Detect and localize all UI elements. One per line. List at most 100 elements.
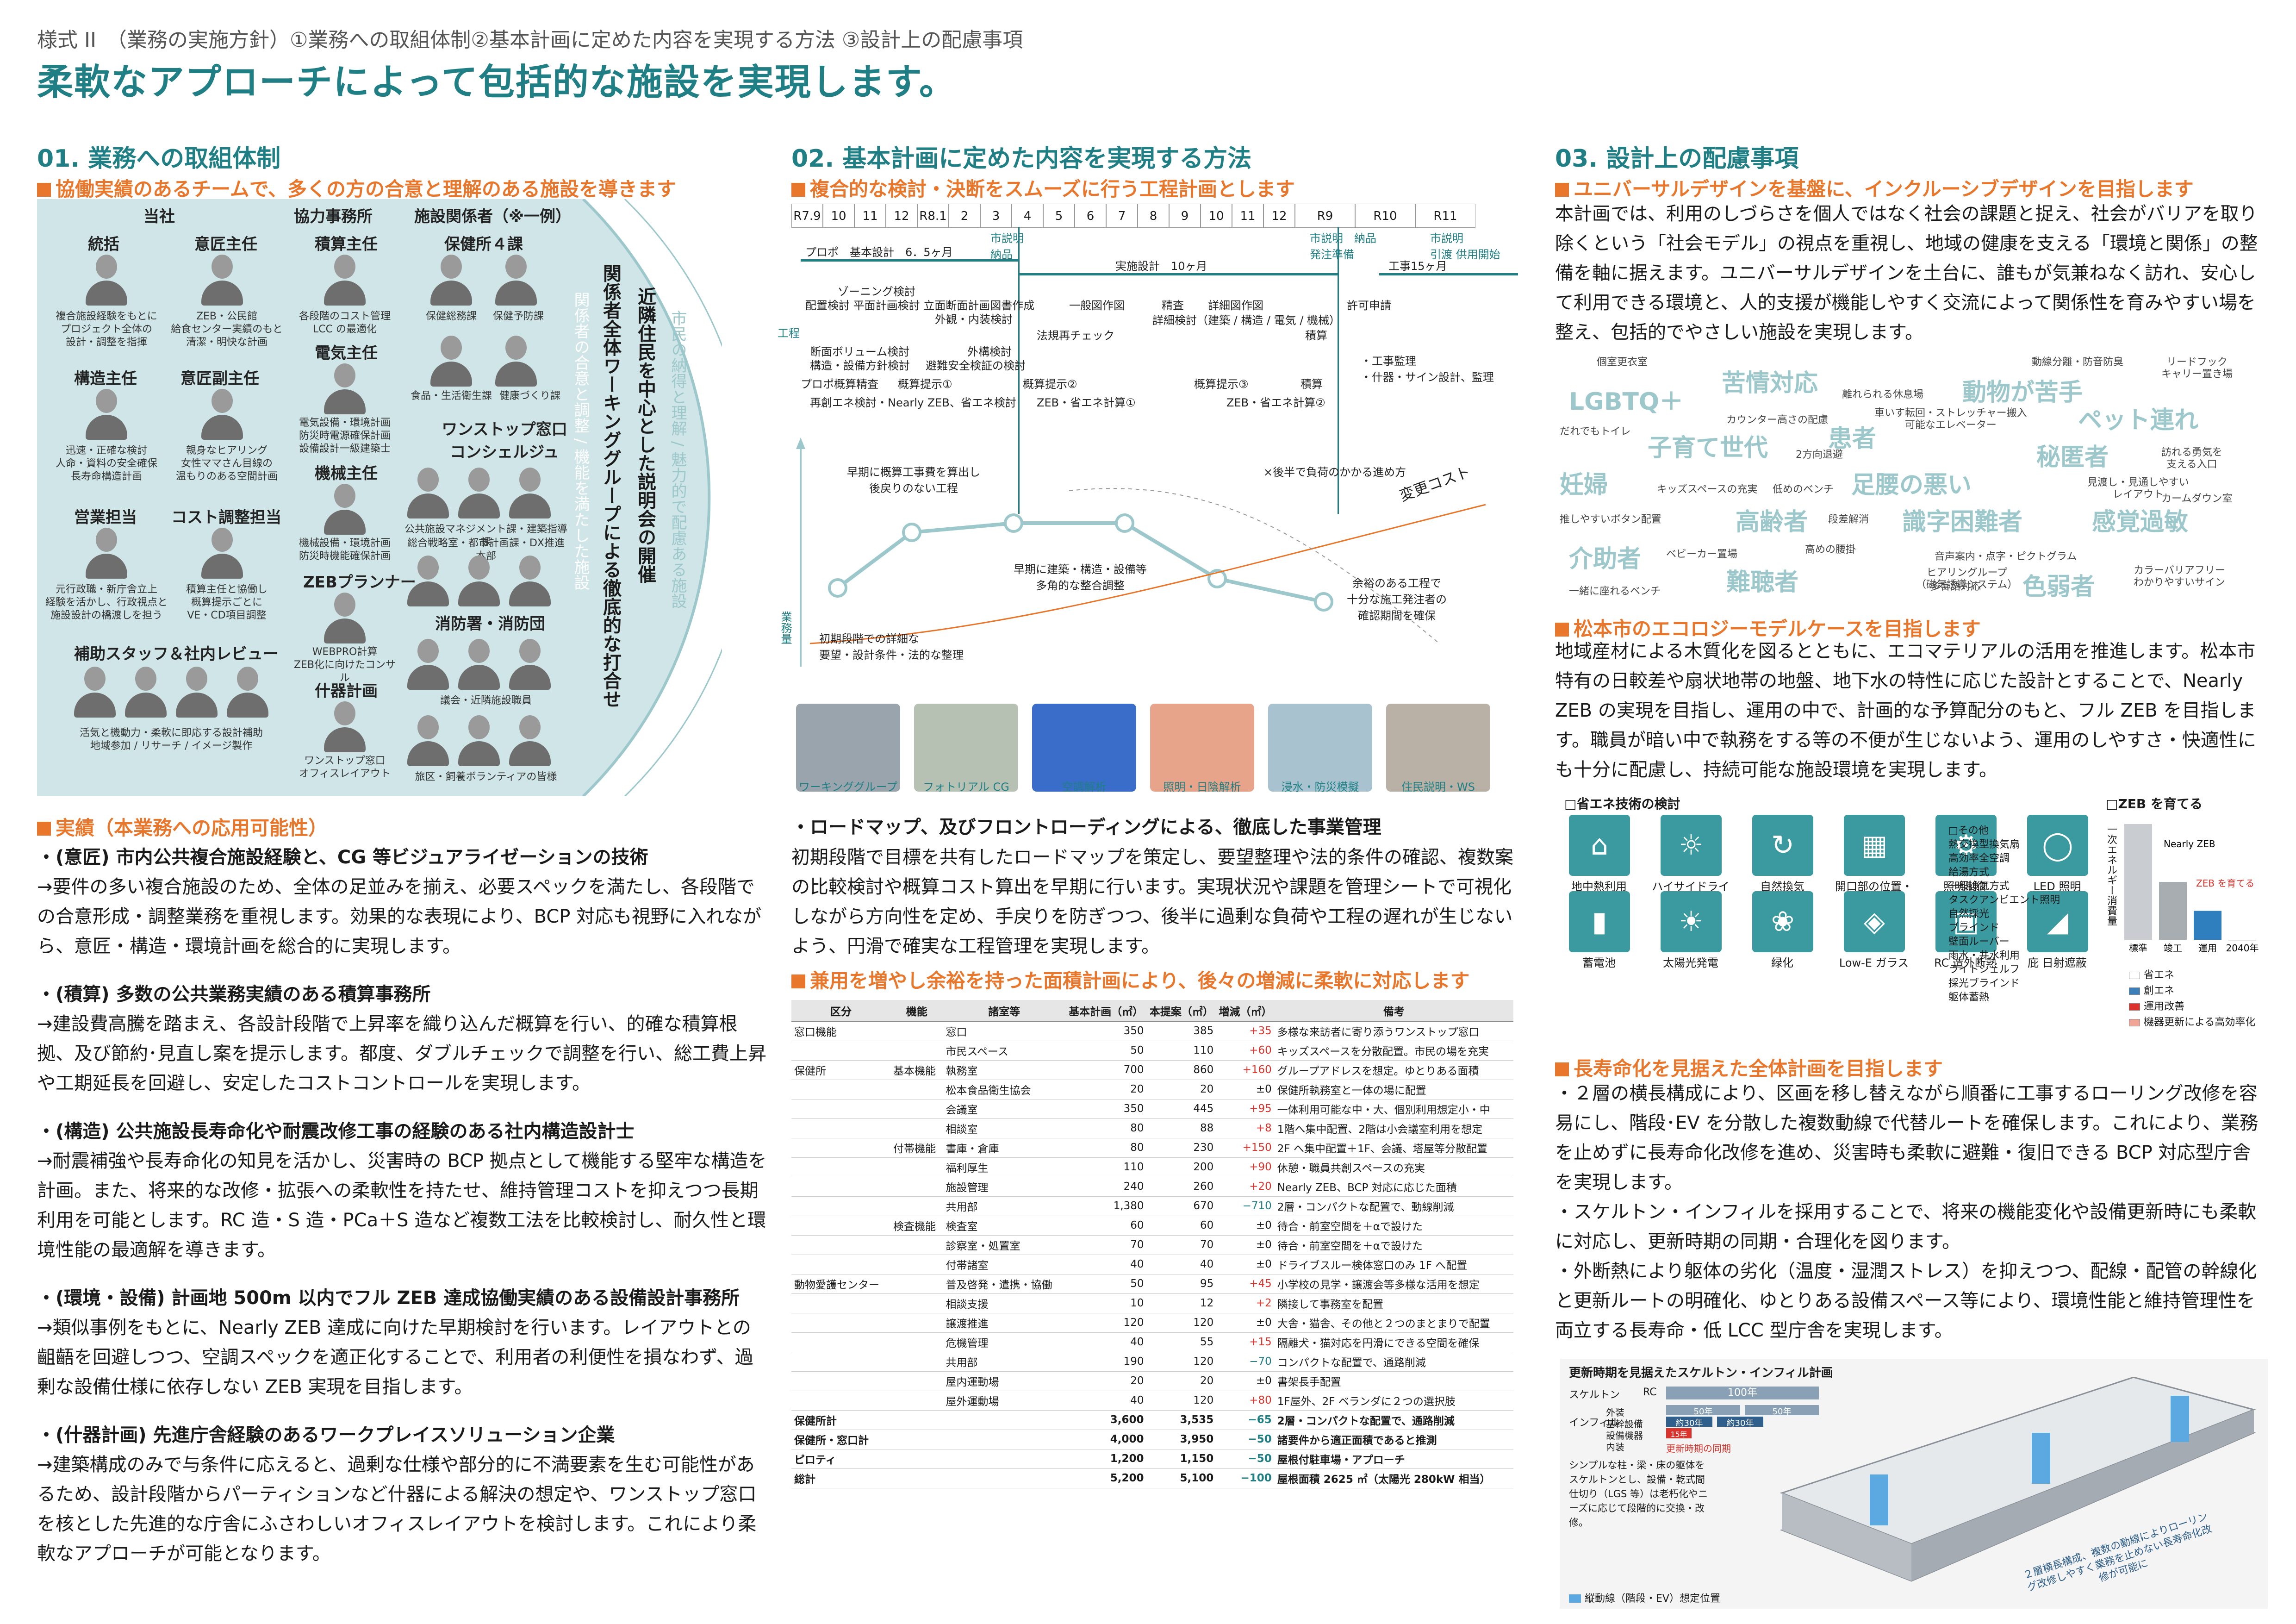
- task: 構造・設備方針検討: [810, 359, 910, 372]
- task: 避難安全検証の検討: [926, 359, 1026, 372]
- person-icon: [495, 255, 537, 306]
- arc-text: 市民の納得と理解 / 魅力的で配慮ある施設: [668, 310, 687, 609]
- si-note: シンプルな柱・梁・床の躯体をスケルトンとし、設備・乾式間仕切り（LGS 等）は老…: [1569, 1460, 1708, 1528]
- word-big: 難聴者: [1726, 568, 1799, 596]
- table-cell: 5,200: [1065, 1468, 1147, 1488]
- zeb-bar: [2194, 911, 2221, 940]
- ud-body: 本計画では、利用のしづらさを個人ではなく社会の課題と捉え、社会がバリアを取り除く…: [1555, 203, 2258, 343]
- table-cell: [890, 1235, 943, 1255]
- task: ・工事監理: [1361, 355, 1416, 368]
- roadmap-title: ・ロードマップ、及びフロントローディングによる、徹底した事業管理: [791, 817, 1381, 838]
- table-cell: 動物愛護センター: [791, 1274, 890, 1294]
- table-header-cell: 基本計画（㎡）: [1065, 1000, 1147, 1022]
- word-big: 感覚過敏: [2092, 508, 2189, 536]
- person-icon: [324, 701, 366, 752]
- table-cell: 20: [1065, 1371, 1147, 1391]
- table-cell: 40: [1065, 1332, 1147, 1352]
- role-name: 保健所４課: [444, 235, 523, 254]
- photo-workgroup: [796, 704, 900, 792]
- achv-title: ・(意匠) 市内公共複合施設経験と、CG 等ビジュアライゼーションの技術: [37, 847, 648, 868]
- table-cell: 保健所執務室と一体の場に配置: [1274, 1080, 1513, 1099]
- table-cell: [791, 1080, 890, 1099]
- si-building: [1780, 1377, 2256, 1582]
- table-cell: 基本機能: [890, 1060, 943, 1080]
- table-cell: [890, 1080, 943, 1099]
- table-cell: 50: [1065, 1274, 1147, 1294]
- table-cell: [791, 1041, 890, 1061]
- table-cell: 1,200: [1065, 1449, 1147, 1469]
- divider: [1338, 227, 1339, 514]
- table-cell: 700: [1065, 1060, 1147, 1080]
- word-big: 識字困難者: [1902, 508, 2023, 536]
- table-cell: 20: [1146, 1371, 1217, 1391]
- achv-body: →建設費高騰を踏まえ、各設計段階で上昇率を織り込んだ概算を行い、的確な積算根拠、…: [37, 1013, 766, 1094]
- word-big: 苦情対応: [1722, 369, 1818, 397]
- role-caption: 親身なヒアリング 女性ママさん目線の 温もりのある空間計画: [175, 445, 278, 482]
- table-cell: [791, 1235, 890, 1255]
- bar-label: 工事15ヶ月: [1388, 260, 1447, 273]
- role-name: 積算主任: [315, 235, 378, 254]
- person-icon: [509, 639, 551, 690]
- si-bar: 15年: [1666, 1428, 1692, 1439]
- table-cell: 共用部: [943, 1352, 1065, 1372]
- table-cell: 80: [1065, 1138, 1147, 1158]
- table-cell: 市民スペース: [943, 1041, 1065, 1061]
- table-cell: [791, 1099, 890, 1119]
- zeb-legend-item: 創エネ: [2129, 983, 2255, 999]
- table-cell: 3,600: [1065, 1410, 1147, 1430]
- table-cell: [890, 1118, 943, 1138]
- role-name: 補助スタッフ＆社内レビュー: [74, 645, 279, 663]
- tech-icon: ▦: [1844, 815, 1905, 876]
- zeb-title: □ZEB を育てる: [2106, 796, 2203, 812]
- table-cell: 書庫・倉庫: [943, 1138, 1065, 1158]
- legend-text: 運用改善: [2144, 1001, 2185, 1012]
- task: 断面ボリューム検討: [810, 345, 910, 358]
- person-icon: [324, 255, 366, 306]
- person-icon: [201, 389, 243, 440]
- zeb-cat: 運用: [2198, 943, 2217, 954]
- person-icon: [458, 468, 500, 518]
- table-cell: [791, 1216, 890, 1236]
- table-cell: +60: [1216, 1041, 1275, 1061]
- zeb-bar: [2159, 882, 2187, 940]
- si-row: インフィル: [1569, 1417, 1619, 1429]
- table-cell: [890, 1177, 943, 1197]
- task: 詳細図作図: [1208, 299, 1263, 312]
- table-cell: [890, 1274, 943, 1294]
- month-cell: R10: [1355, 204, 1415, 228]
- tech-icon: ⌂: [1569, 815, 1630, 876]
- table-cell: [943, 1468, 1065, 1488]
- stake-caption: 食品・生活衛生課: [410, 390, 492, 402]
- role-caption: WEBPRO計算 ZEB化に向けたコンサル: [293, 646, 396, 684]
- person-icon: [407, 556, 449, 606]
- table-cell: 20: [1065, 1080, 1147, 1099]
- curve-note: 初期段階での詳細な 要望・設計条件・法的な整理: [819, 632, 964, 662]
- table-cell: 80: [1065, 1118, 1147, 1138]
- table-cell: 相談室: [943, 1118, 1065, 1138]
- sec3-sub3-text: 長寿命化を見据えた全体計画を目指します: [1574, 1057, 1943, 1080]
- word-big: 子育て世代: [1648, 434, 1768, 462]
- roadmap-body: 初期段階で目標を共有したロードマップを策定し、要望整理や法的条件の確認、複数案の…: [791, 847, 1513, 957]
- word-small: 低めのベンチ: [1773, 484, 1834, 495]
- bar-construct: [1379, 273, 1518, 275]
- table-cell: 88: [1146, 1118, 1217, 1138]
- table-cell: 60: [1065, 1216, 1147, 1236]
- table-cell: +80: [1216, 1391, 1275, 1411]
- achv-heading: 実績（本業務への応用可能性）: [37, 812, 328, 841]
- photo-cg: [914, 704, 1018, 792]
- square-icon: [791, 183, 805, 197]
- table-header-cell: 機能: [890, 1000, 943, 1022]
- table-cell: 検査室: [943, 1216, 1065, 1236]
- month-cell: 9: [1169, 204, 1201, 228]
- role-name: 意匠副主任: [180, 369, 259, 388]
- month-cell: 3: [980, 204, 1012, 228]
- arc-text: 関係者の合意と調整 / 機能を満たした施設: [571, 292, 590, 591]
- task: 積算: [1300, 378, 1323, 391]
